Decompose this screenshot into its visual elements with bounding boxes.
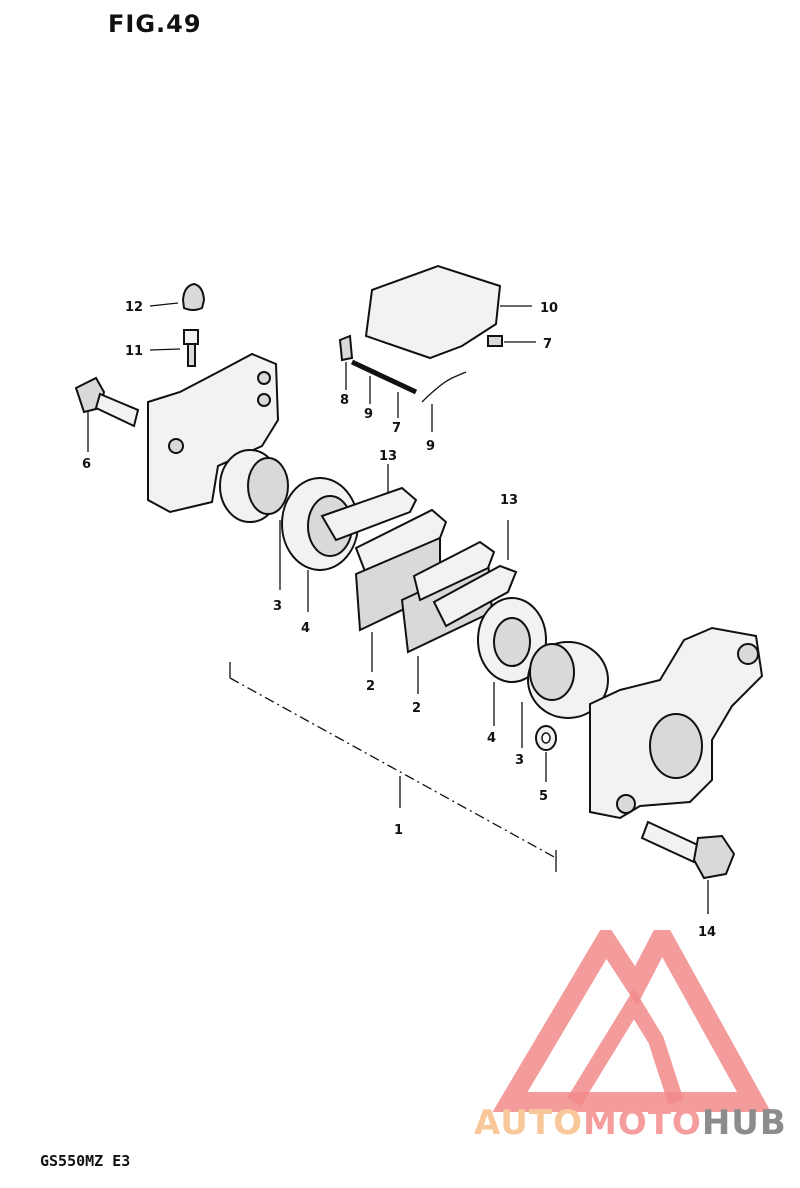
logo-word-hub: HUB [701, 1103, 787, 1143]
part-10-pad-spring [364, 264, 502, 360]
part-14-bolt [640, 820, 736, 880]
part-7-pin-long [350, 359, 418, 395]
callout-5: 5 [539, 789, 548, 804]
callout-1: 1 [394, 823, 403, 838]
part-11-bleeder-valve [183, 329, 199, 367]
callout-4-left: 4 [301, 621, 310, 636]
callout-10: 10 [540, 301, 558, 316]
part-6-bolt [74, 376, 140, 428]
part-4-seal-right [477, 597, 547, 683]
part-8-clip [338, 334, 354, 362]
callout-13-right: 13 [500, 493, 518, 508]
callout-6: 6 [82, 457, 91, 472]
callout-13-left: 13 [379, 449, 397, 464]
model-code: GS550MZ E3 [40, 1152, 131, 1170]
callout-3-right: 3 [515, 753, 524, 768]
callout-2-right: 2 [412, 701, 421, 716]
logo-word-moto: MOTO [582, 1103, 702, 1143]
logo-word-auto: AUTO [474, 1103, 583, 1143]
caliper-half-right [589, 626, 764, 820]
callout-7-lower: 7 [392, 421, 401, 436]
part-13-shim-right [432, 564, 518, 628]
part-9-pin-clip [421, 371, 467, 403]
caliper-half-left [147, 352, 280, 514]
part-5-washer [535, 725, 557, 751]
part-3-piston-left [219, 449, 289, 523]
callout-11: 11 [125, 344, 143, 359]
callout-14: 14 [698, 925, 716, 940]
callout-9-right: 9 [426, 439, 435, 454]
callout-3-left: 3 [273, 599, 282, 614]
callout-4-right: 4 [487, 731, 496, 746]
part-12-bleeder-cap [181, 282, 206, 311]
callout-7-right: 7 [543, 337, 552, 352]
part-7-pin-right [487, 335, 503, 347]
automotohub-logo-text: AUTOMOTOHUB [474, 1103, 787, 1143]
part-13-shim-left [320, 486, 418, 542]
callout-9-left: 9 [364, 407, 373, 422]
callout-12: 12 [125, 300, 143, 315]
callout-2-left: 2 [366, 679, 375, 694]
figure-title: FIG.49 [108, 10, 202, 38]
automotohub-logo-triangle [492, 930, 771, 1112]
callout-8: 8 [340, 393, 349, 408]
assembly-bracket-1 [229, 662, 557, 872]
part-3-piston-right [527, 641, 609, 719]
part-2-pad-left [354, 508, 448, 632]
